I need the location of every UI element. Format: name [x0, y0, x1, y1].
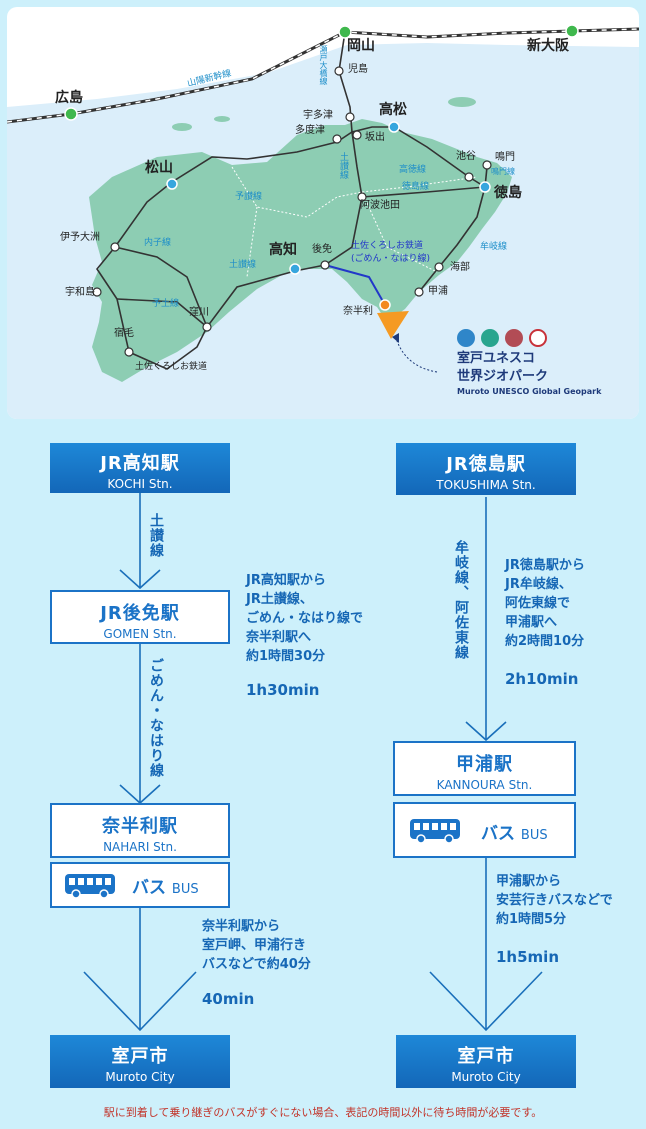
- label-dosan-line: 土讃線: [338, 152, 348, 179]
- geopark-title-1: 室戸ユネスコ: [457, 351, 536, 366]
- start-station-kochi: JR高知駅 KOCHI Stn.: [50, 443, 230, 493]
- label-kojima: 児島: [348, 64, 368, 75]
- label-sukumo: 宿毛: [114, 328, 134, 339]
- label-ikenotani: 池谷: [456, 151, 476, 162]
- label-kubokawa: 窪川: [189, 307, 209, 318]
- kochi-station-en: KOCHI Stn.: [107, 477, 173, 491]
- kochi-station-name: JR高知駅: [100, 453, 180, 474]
- bus-icon: [410, 819, 460, 844]
- end-muroto-2: 室戸市 Muroto City: [396, 1035, 576, 1088]
- label-okayama: 岡山: [347, 38, 375, 54]
- label-tosa-kuroshio: 土佐くろしお鉄道: [135, 362, 208, 372]
- kochi-time-1: 1h30min: [246, 681, 320, 699]
- line-gomen-nahari: ごめん・なはり線: [148, 658, 164, 778]
- station-tokushima: [479, 181, 491, 193]
- label-dosan-line-2: 土讃線: [229, 260, 257, 270]
- tokushima-route-desc-2: 甲浦駅から 安芸行きバスなどで 約1時間5分: [496, 874, 613, 927]
- station-gomen: JR後免駅 GOMEN Stn.: [50, 590, 230, 644]
- geopark-title-en: Muroto UNESCO Global Geopark: [457, 387, 602, 396]
- bus-label-kochi: バス BUS: [132, 878, 199, 898]
- station-matsuyama: [166, 178, 178, 190]
- label-kannoura: 甲浦: [428, 286, 448, 297]
- tokushima-route-desc-1: JR徳島駅から JR牟岐線、 阿佐東線で 甲浦駅へ 約2時間10分: [505, 558, 585, 649]
- bus-label-tokushima: バス BUS: [481, 824, 548, 844]
- label-yosan-line: 予讃線: [235, 192, 263, 202]
- station-nahari: 奈半利駅 NAHARI Stn.: [50, 803, 230, 858]
- label-uwajima: 宇和島: [65, 287, 95, 298]
- label-matsuyama: 松山: [145, 160, 173, 176]
- kochi-route-desc-1: JR高知駅から JR土讃線、 ごめん・なはり線で 奈半利駅へ 約1時間30分: [246, 573, 364, 664]
- label-tokushima-line: 徳島線: [402, 182, 430, 192]
- end-muroto-1: 室戸市 Muroto City: [50, 1035, 230, 1088]
- geopark-logo-1-icon: [457, 329, 475, 347]
- station-kannoura: 甲浦駅 KANNOURA Stn.: [393, 741, 576, 796]
- geopark-logo-2-icon: [481, 329, 499, 347]
- label-gomen: 後免: [312, 244, 332, 255]
- station-shinosaka: [565, 24, 579, 38]
- label-gomen-nahari-2: (ごめん・なはり線): [351, 254, 431, 264]
- nahari-station-name: 奈半利駅: [102, 816, 178, 837]
- label-kotoku-line: 高徳線: [399, 165, 427, 175]
- label-kochi: 高知: [269, 242, 297, 258]
- label-iyoozu: 伊予大洲: [60, 232, 100, 243]
- station-kochi: [289, 263, 301, 275]
- label-tadotsu: 多度津: [295, 125, 325, 136]
- label-awaikeda: 阿波池田: [360, 200, 400, 211]
- bus-icon: [65, 874, 115, 899]
- label-naruto-line: 鳴門線: [491, 167, 515, 176]
- kannoura-station-en: KANNOURA Stn.: [436, 778, 533, 792]
- station-okayama: [338, 25, 352, 39]
- tokushima-station-name: JR徳島駅: [446, 454, 526, 475]
- kannoura-station-name: 甲浦駅: [456, 754, 513, 775]
- bus-tokushima: バス BUS: [393, 802, 576, 858]
- station-hiroshima: [64, 107, 78, 121]
- label-naruto: 鳴門: [495, 152, 515, 163]
- tokushima-time-1: 2h10min: [505, 670, 579, 688]
- label-uchiko-line: 内子線: [144, 238, 172, 248]
- gomen-station-en: GOMEN Stn.: [103, 627, 177, 641]
- geopark-title-2: 世界ジオパーク: [457, 369, 549, 384]
- geopark-logo-3-icon: [505, 329, 523, 347]
- line-dosan: 土讃線: [148, 513, 164, 558]
- label-hiroshima: 広島: [55, 90, 83, 106]
- geopark-logo-4-icon: [529, 329, 547, 347]
- muroto-name-2: 室戸市: [457, 1046, 515, 1067]
- transfer-note: 駅に到着して乗り継ぎのバスがすぐにない場合、表記の時間以外に待ち時間が必要です。: [103, 1106, 543, 1119]
- label-kaifu: 海部: [450, 262, 470, 273]
- bus-kochi: バス BUS: [50, 862, 230, 908]
- muroto-en-1: Muroto City: [105, 1070, 175, 1084]
- label-tokushima: 徳島: [494, 185, 522, 201]
- gomen-nahari-line: [324, 264, 386, 306]
- tokushima-time-2: 1h5min: [496, 948, 560, 966]
- muroto-en-2: Muroto City: [451, 1070, 521, 1084]
- nahari-station-en: NAHARI Stn.: [103, 840, 177, 854]
- label-mugi-line: 牟岐線: [480, 242, 508, 252]
- kochi-route-desc-2: 奈半利駅から 室戸岬、甲浦行き バスなどで約40分: [202, 919, 311, 972]
- label-nahari: 奈半利: [343, 306, 373, 317]
- label-shinosaka: 新大阪: [527, 38, 569, 54]
- label-utazu: 宇多津: [303, 110, 333, 121]
- map-graphic: [7, 24, 639, 419]
- label-takamatsu: 高松: [379, 102, 407, 118]
- label-seto-ohashi: 瀬戸大橋線: [319, 45, 328, 85]
- label-gomen-nahari-1: 土佐くろしお鉄道: [351, 241, 424, 251]
- label-yodo-line: 予土線: [152, 299, 180, 309]
- kochi-time-2: 40min: [202, 990, 255, 1008]
- tokushima-station-en: TOKUSHIMA Stn.: [436, 478, 536, 492]
- label-sakaide: 坂出: [365, 132, 385, 143]
- muroto-name-1: 室戸市: [111, 1046, 169, 1067]
- start-station-tokushima: JR徳島駅 TOKUSHIMA Stn.: [396, 443, 576, 495]
- muroto-marker: [377, 311, 409, 339]
- gomen-station-name: JR後免駅: [100, 603, 180, 624]
- station-takamatsu: [388, 121, 400, 133]
- station-nahari: [379, 299, 391, 311]
- line-mugi-asatoh: 牟岐線、阿佐東線: [453, 540, 469, 660]
- shikoku-rail-map: 岡山 新大阪 広島 高松 松山 徳島 高知 児島 宇多津 多度津 坂出 池谷 鳴…: [7, 7, 639, 419]
